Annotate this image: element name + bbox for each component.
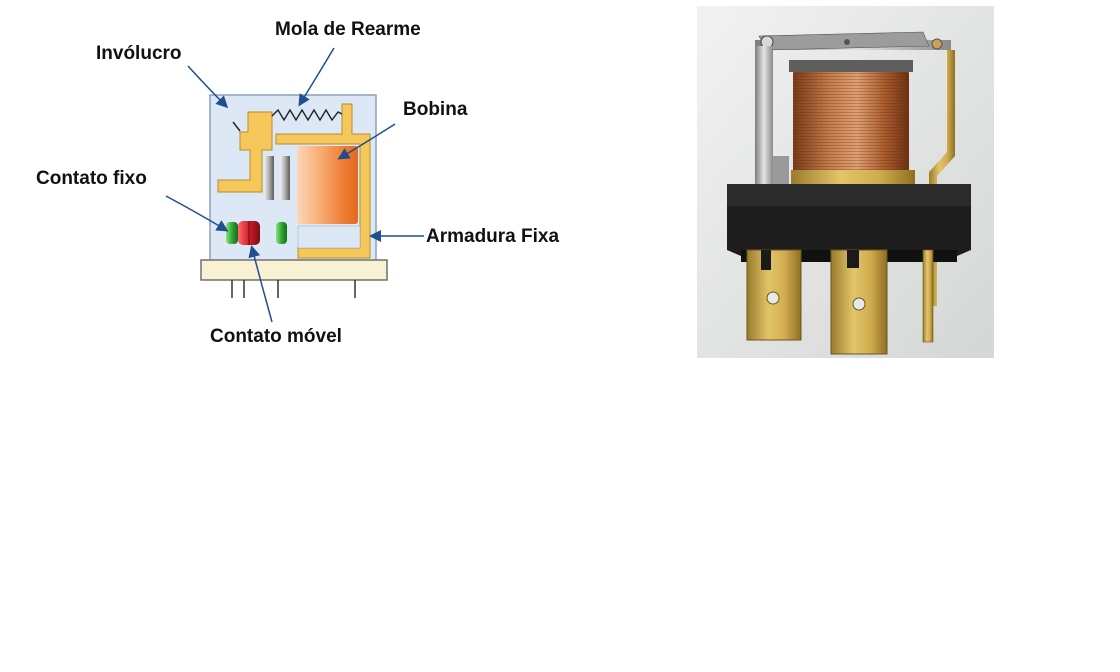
armature-bar (298, 226, 360, 248)
relay-photo (697, 6, 994, 358)
fixed-contact-right (276, 222, 287, 244)
label-contato-fixo: Contato fixo (36, 169, 147, 188)
fixed-contact-left (226, 222, 238, 244)
core-left (264, 156, 274, 200)
label-contato-movel: Contato móvel (210, 327, 342, 346)
relay-schematic (0, 0, 700, 672)
label-mola-de-rearme: Mola de Rearme (275, 20, 421, 39)
pins (232, 280, 355, 298)
label-bobina: Bobina (403, 100, 467, 119)
label-involucro: Invólucro (96, 44, 182, 63)
coil (297, 146, 358, 224)
core-right (280, 156, 290, 200)
label-armadura-fixa: Armadura Fixa (426, 227, 559, 246)
relay-photo-illustration (697, 6, 994, 358)
base-plate (201, 260, 387, 280)
